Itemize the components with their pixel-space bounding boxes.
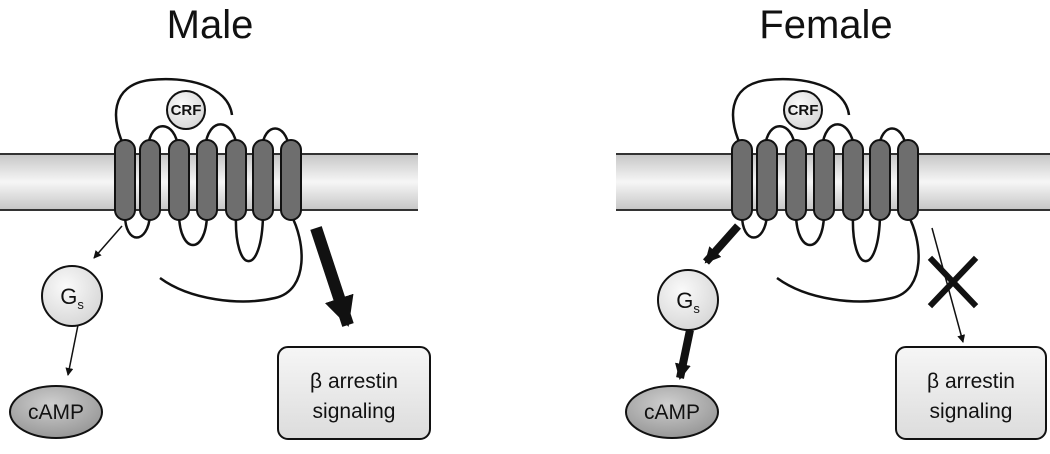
helix bbox=[842, 139, 864, 221]
helix bbox=[139, 139, 161, 221]
panel-title: Male bbox=[167, 3, 254, 47]
arrestin-label-line2: signaling bbox=[313, 400, 396, 423]
crf-receptor bbox=[731, 77, 920, 303]
helix bbox=[897, 139, 919, 221]
c-terminus bbox=[159, 214, 303, 303]
crf-ligand: CRF bbox=[166, 90, 206, 130]
helix bbox=[731, 139, 753, 221]
intracellular-loop bbox=[234, 214, 265, 263]
gs-to-camp-arrow bbox=[675, 329, 694, 380]
n-terminus bbox=[731, 77, 851, 151]
male-panel: Male bbox=[0, 3, 431, 440]
helix bbox=[252, 139, 274, 221]
camp-node: cAMP bbox=[9, 385, 103, 439]
camp-node: cAMP bbox=[625, 385, 719, 439]
crf-label: CRF bbox=[788, 102, 819, 119]
gs-to-camp-arrow bbox=[65, 324, 79, 376]
helix bbox=[756, 139, 778, 221]
helix bbox=[196, 139, 218, 221]
gs-subscript: s bbox=[77, 297, 84, 312]
arrestin-label-line1: β arrestin bbox=[310, 370, 398, 393]
crf-ligand: CRF bbox=[783, 90, 823, 130]
svg-text:Gs: Gs bbox=[676, 288, 700, 316]
gs-protein-node: Gs bbox=[41, 265, 103, 327]
intracellular-loop bbox=[177, 214, 209, 247]
transmembrane-helices bbox=[731, 139, 919, 221]
female-panel: Female bbox=[616, 3, 1050, 440]
receptor-to-gs-arrow bbox=[703, 223, 741, 265]
intracellular-loop bbox=[851, 214, 882, 263]
helix bbox=[785, 139, 807, 221]
gs-label: G bbox=[60, 284, 77, 309]
helix bbox=[813, 139, 835, 221]
camp-label: cAMP bbox=[644, 401, 700, 424]
beta-arrestin-box: β arrestin signaling bbox=[277, 346, 431, 440]
helix bbox=[114, 139, 136, 221]
transmembrane-helices bbox=[114, 139, 302, 221]
n-terminus bbox=[114, 77, 234, 151]
crf-label: CRF bbox=[171, 102, 202, 119]
arrestin-label-line2: signaling bbox=[930, 400, 1013, 423]
helix bbox=[280, 139, 302, 221]
gs-protein-node: Gs bbox=[657, 269, 719, 331]
helix bbox=[869, 139, 891, 221]
camp-label: cAMP bbox=[28, 401, 84, 424]
arrestin-label-line1: β arrestin bbox=[927, 370, 1015, 393]
intracellular-loop bbox=[123, 214, 152, 239]
c-terminus bbox=[776, 214, 920, 303]
beta-arrestin-box: β arrestin signaling bbox=[895, 346, 1047, 440]
gs-label: G bbox=[676, 288, 693, 313]
arrestin-pathway-arrow bbox=[310, 226, 354, 327]
x-mark-icon bbox=[927, 255, 979, 309]
intracellular-loop bbox=[794, 214, 826, 247]
helix bbox=[168, 139, 190, 221]
svg-text:Gs: Gs bbox=[60, 284, 84, 312]
intracellular-loop bbox=[740, 214, 769, 239]
panel-title: Female bbox=[759, 3, 892, 47]
gs-subscript: s bbox=[693, 301, 700, 316]
helix bbox=[225, 139, 247, 221]
crf-receptor bbox=[114, 77, 303, 303]
receptor-to-gs-arrow bbox=[93, 225, 123, 259]
